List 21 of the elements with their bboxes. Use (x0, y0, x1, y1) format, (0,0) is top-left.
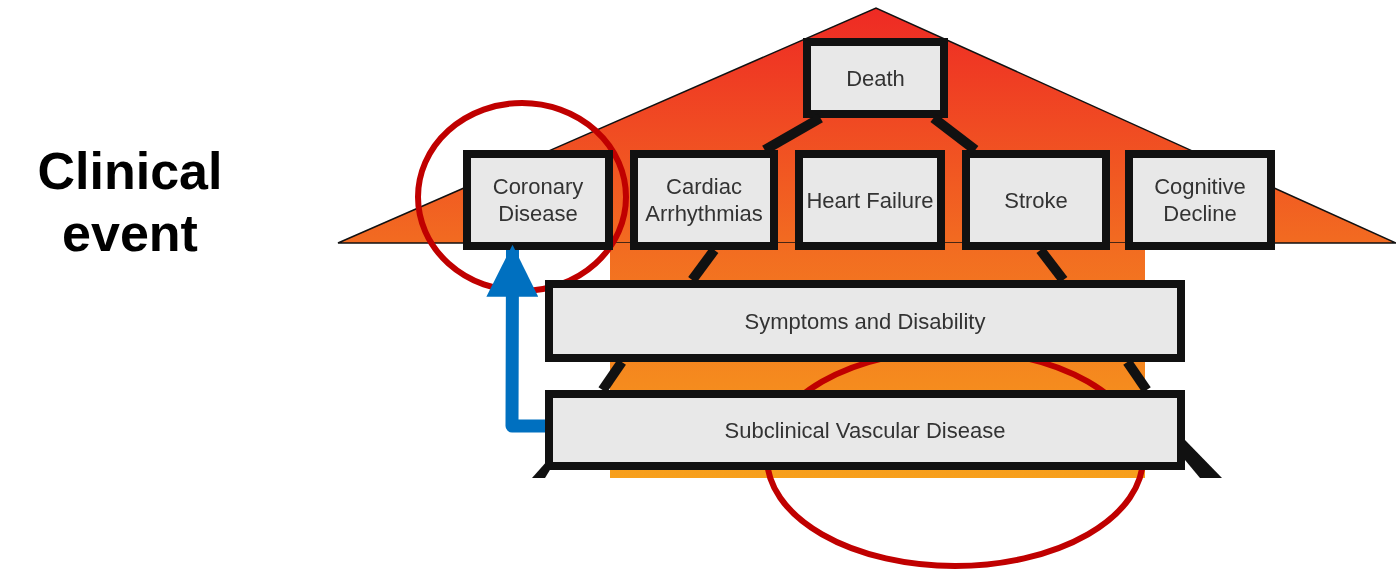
box-label: Stroke (1004, 186, 1068, 214)
process-box (1125, 150, 1275, 250)
process-box (803, 38, 948, 118)
box-label: Cognitive Decline (1153, 173, 1247, 227)
box-label: Symptoms and Disability (744, 307, 986, 335)
process-box (545, 390, 1185, 470)
connector-line (688, 247, 719, 283)
process-box (545, 280, 1185, 362)
process-box (962, 150, 1110, 250)
box-label: Cardiac Arrhythmias (644, 173, 764, 227)
process-box (795, 150, 945, 250)
side-label: Clinical event (36, 141, 224, 264)
process-box (463, 150, 613, 250)
box-label: Heart Failure (806, 186, 934, 214)
box-label: Death (846, 64, 905, 92)
process-box (630, 150, 778, 250)
connector-line (1123, 359, 1151, 393)
connector-line (598, 359, 626, 393)
arrow (486, 244, 545, 433)
box-label: Coronary Disease (491, 173, 585, 227)
box-label: Subclinical Vascular Disease (724, 416, 1006, 444)
